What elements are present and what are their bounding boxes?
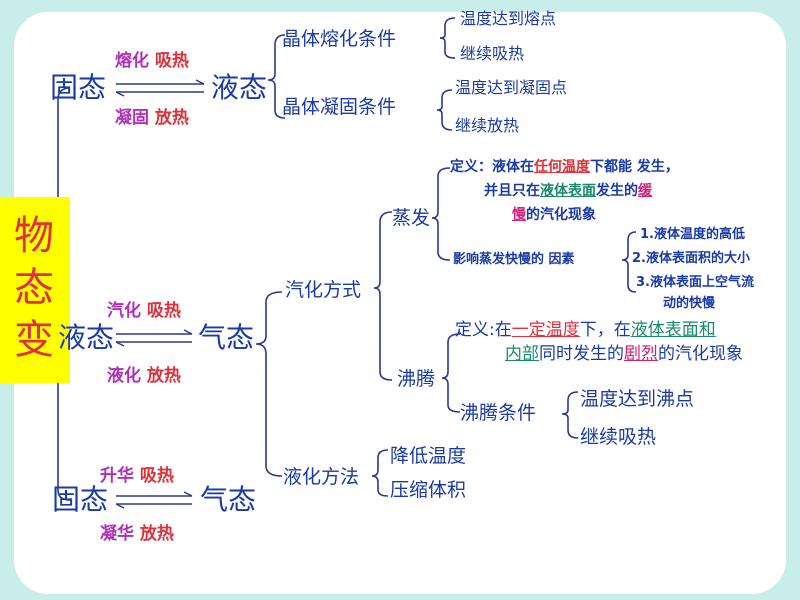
freeze-condition-item: 温度达到凝固点 <box>455 78 568 97</box>
boiling-cond-brace <box>561 391 579 439</box>
row2-left-state: 液态 <box>58 321 115 354</box>
row1-bottom-label: 凝固 放热 <box>115 110 189 127</box>
def-text: 的汽化现象 <box>526 207 596 223</box>
def-text: 定义:在 <box>455 320 512 340</box>
row1-brace <box>267 34 286 119</box>
def-text: 发生的 <box>596 183 638 199</box>
row1-right-state: 液态 <box>211 71 268 104</box>
liquefaction-methods-label: 液化方法 <box>283 466 360 488</box>
row3-bottom-label: 凝华 放热 <box>100 526 174 543</box>
page-title: 物态变 <box>14 213 54 363</box>
factor-item: 2.液体表面积的大小 <box>632 251 750 266</box>
absorb-heat-label: 吸热 <box>146 301 181 321</box>
row3-right-state: 气态 <box>200 483 257 516</box>
boiling-condition-item: 温度达到沸点 <box>580 388 695 410</box>
freeze-condition-title: 晶体凝固条件 <box>282 96 397 118</box>
melting-label: 熔化 <box>115 51 149 71</box>
def-highlight-interior: 内部 <box>505 344 539 364</box>
row3-left-state: 固态 <box>52 483 109 516</box>
def-highlight-slow: 慢 <box>512 207 526 223</box>
boiling-condition-label: 沸腾条件 <box>460 402 537 424</box>
def-text: 同时发生的 <box>539 344 624 364</box>
vaporization-brace <box>373 211 393 381</box>
evaporation-brace <box>431 167 451 261</box>
melt-condition-item: 继续吸热 <box>460 44 525 63</box>
title-box <box>0 197 70 383</box>
factor-item: 1.液体温度的高低 <box>640 227 745 242</box>
def-text: 并且只在 <box>484 183 540 199</box>
def-text: 下都能 发生， <box>590 159 679 175</box>
row2-arrow-left <box>115 341 192 347</box>
def-highlight-slow: 缓 <box>638 183 652 199</box>
def-highlight-surface-and: 液体表面和 <box>630 320 716 340</box>
row2-right-state: 气态 <box>198 321 255 354</box>
row1-arrow-right <box>116 79 205 85</box>
row2-brace <box>255 291 283 477</box>
def-text: 定义：液体在 <box>450 159 534 175</box>
def-text: 的汽化现象 <box>658 344 743 364</box>
def-text: 下，在 <box>579 320 631 340</box>
release-heat-label: 放热 <box>139 524 174 544</box>
def-highlight-liquid-surface: 液体表面 <box>540 183 596 199</box>
row3-arrow-left <box>115 503 192 509</box>
row1-arrow-left <box>115 91 204 97</box>
freeze-cond-brace <box>436 89 453 131</box>
evaporation-label: 蒸发 <box>392 207 431 229</box>
release-heat-label: 放热 <box>146 366 181 386</box>
factor-item: 3.液体表面上空气流 <box>636 275 754 290</box>
absorb-heat-label: 吸热 <box>154 51 189 71</box>
liquefaction-brace <box>371 449 389 497</box>
factors-brace <box>621 231 637 293</box>
def-highlight-any-temperature: 任何温度 <box>534 159 590 175</box>
melt-condition-title: 晶体熔化条件 <box>282 28 397 50</box>
evaporation-definition-line2: 并且只在液体表面发生的缓 <box>484 184 652 198</box>
evaporation-factors-label: 影响蒸发快慢的 因素 <box>453 252 575 267</box>
vaporize-label: 汽化 <box>107 301 141 321</box>
row2-arrow-right <box>116 329 193 335</box>
def-highlight-certain-temperature: 一定温度 <box>511 320 580 340</box>
solidify-label: 凝固 <box>115 108 149 128</box>
boiling-condition-item: 继续吸热 <box>580 426 657 448</box>
boiling-label: 沸腾 <box>397 368 436 390</box>
liquefaction-method: 降低温度 <box>390 445 467 467</box>
liquefy-label: 液化 <box>107 366 141 386</box>
boiling-definition-line1: 定义:在一定温度下，在液体表面和 <box>455 322 716 339</box>
vaporization-methods-label: 汽化方式 <box>285 279 362 301</box>
absorb-heat-label: 吸热 <box>139 466 174 486</box>
def-highlight-intense: 剧烈 <box>624 344 658 364</box>
release-heat-label: 放热 <box>154 108 189 128</box>
sublimation-label: 升华 <box>100 466 134 486</box>
evaporation-definition-line1: 定义：液体在任何温度下都能 发生， <box>450 160 679 174</box>
evaporation-definition-line3: 慢的汽化现象 <box>512 208 596 222</box>
freeze-condition-item: 继续放热 <box>455 116 520 135</box>
boiling-brace <box>441 333 461 413</box>
row3-top-label: 升华 吸热 <box>100 468 174 485</box>
melt-cond-brace <box>439 17 456 59</box>
factor-item: 动的快慢 <box>663 296 716 311</box>
row2-top-label: 汽化 吸热 <box>107 303 181 320</box>
row3-arrow-right <box>116 491 193 497</box>
liquefaction-method: 压缩体积 <box>390 479 467 501</box>
deposition-label: 凝华 <box>100 524 134 544</box>
content-panel <box>14 12 786 594</box>
boiling-definition-line2: 内部同时发生的剧烈的汽化现象 <box>505 346 743 363</box>
row1-left-state: 固态 <box>50 71 107 104</box>
melt-condition-item: 温度达到熔点 <box>460 9 557 28</box>
row1-top-label: 熔化 吸热 <box>115 53 189 70</box>
row2-bottom-label: 液化 放热 <box>107 368 181 385</box>
